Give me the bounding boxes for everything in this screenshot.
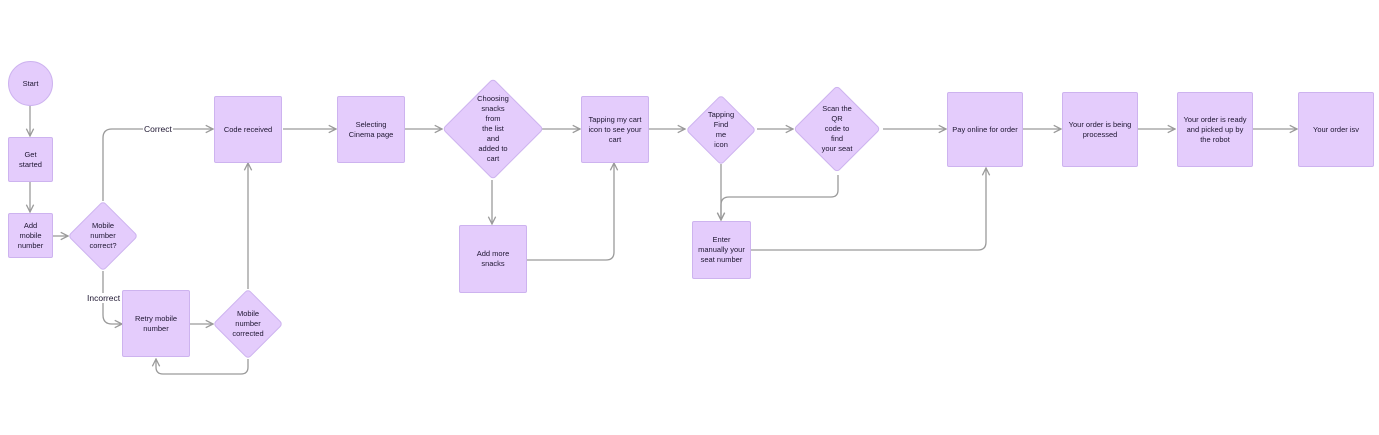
order-processed-node[interactable]: Your order is being processed [1062,92,1138,167]
scan-qr-decision[interactable]: Scan the QR code to find your seat [793,85,881,173]
order-processed-label: Your order is being processed [1068,119,1132,139]
order-ready-label: Your order is ready and picked up by the… [1183,114,1247,144]
add-mobile-number-node[interactable]: Add mobile number [8,213,53,258]
mobile-number-correct-label: Mobile number correct? [89,221,117,250]
edge-label-correct: Correct [143,124,173,134]
edge-enter-pay [751,168,986,251]
tapping-cart-node[interactable]: Tapping my cart icon to see your cart [581,96,649,163]
edge-scan-enter [721,175,839,220]
order-ready-node[interactable]: Your order is ready and picked up by the… [1177,92,1253,167]
start-label: Start [22,78,39,88]
start-node[interactable]: Start [8,61,53,106]
code-received-node[interactable]: Code received [214,96,282,163]
selecting-cinema-page-label: Selecting Cinema page [348,119,394,139]
choosing-snacks-label: Choosing snacks from the list and added … [477,94,509,163]
order-isv-label: Your order isv [1313,124,1359,134]
edge-decision-retry-incorrect [102,271,122,324]
mobile-number-corrected-decision[interactable]: Mobile number corrected [212,288,284,360]
edge-corrected-retry-loop [156,359,249,375]
enter-seat-number-label: Enter manually your seat number [698,235,745,264]
mobile-number-corrected-label: Mobile number corrected [232,309,264,338]
choosing-snacks-decision[interactable]: Choosing snacks from the list and added … [442,78,544,180]
get-started-label: Get started [19,149,42,169]
scan-qr-label: Scan the QR code to find your seat [821,104,853,153]
selecting-cinema-page-node[interactable]: Selecting Cinema page [337,96,405,163]
add-more-snacks-label: Add more snacks [476,249,510,268]
order-isv-node[interactable]: Your order isv [1298,92,1374,167]
tapping-cart-label: Tapping my cart icon to see your cart [588,114,642,144]
edge-label-incorrect: Incorrect [86,293,122,303]
edge-decision-code-correct [102,129,213,201]
add-more-snacks-node[interactable]: Add more snacks [459,225,527,293]
enter-seat-number-node[interactable]: Enter manually your seat number [692,221,751,279]
tapping-find-me-decision[interactable]: Tapping Find me icon [685,94,757,166]
retry-mobile-number-label: Retry mobile number [134,313,178,333]
edge-addmore-cart [527,163,614,261]
retry-mobile-number-node[interactable]: Retry mobile number [122,290,190,357]
pay-online-node[interactable]: Pay online for order [947,92,1023,167]
add-mobile-number-label: Add mobile number [17,220,44,250]
code-received-label: Code received [223,124,273,134]
tapping-find-me-label: Tapping Find me icon [707,110,735,149]
get-started-node[interactable]: Get started [8,137,53,182]
pay-online-label: Pay online for order [952,124,1018,134]
mobile-number-correct-decision[interactable]: Mobile number correct? [67,200,139,272]
